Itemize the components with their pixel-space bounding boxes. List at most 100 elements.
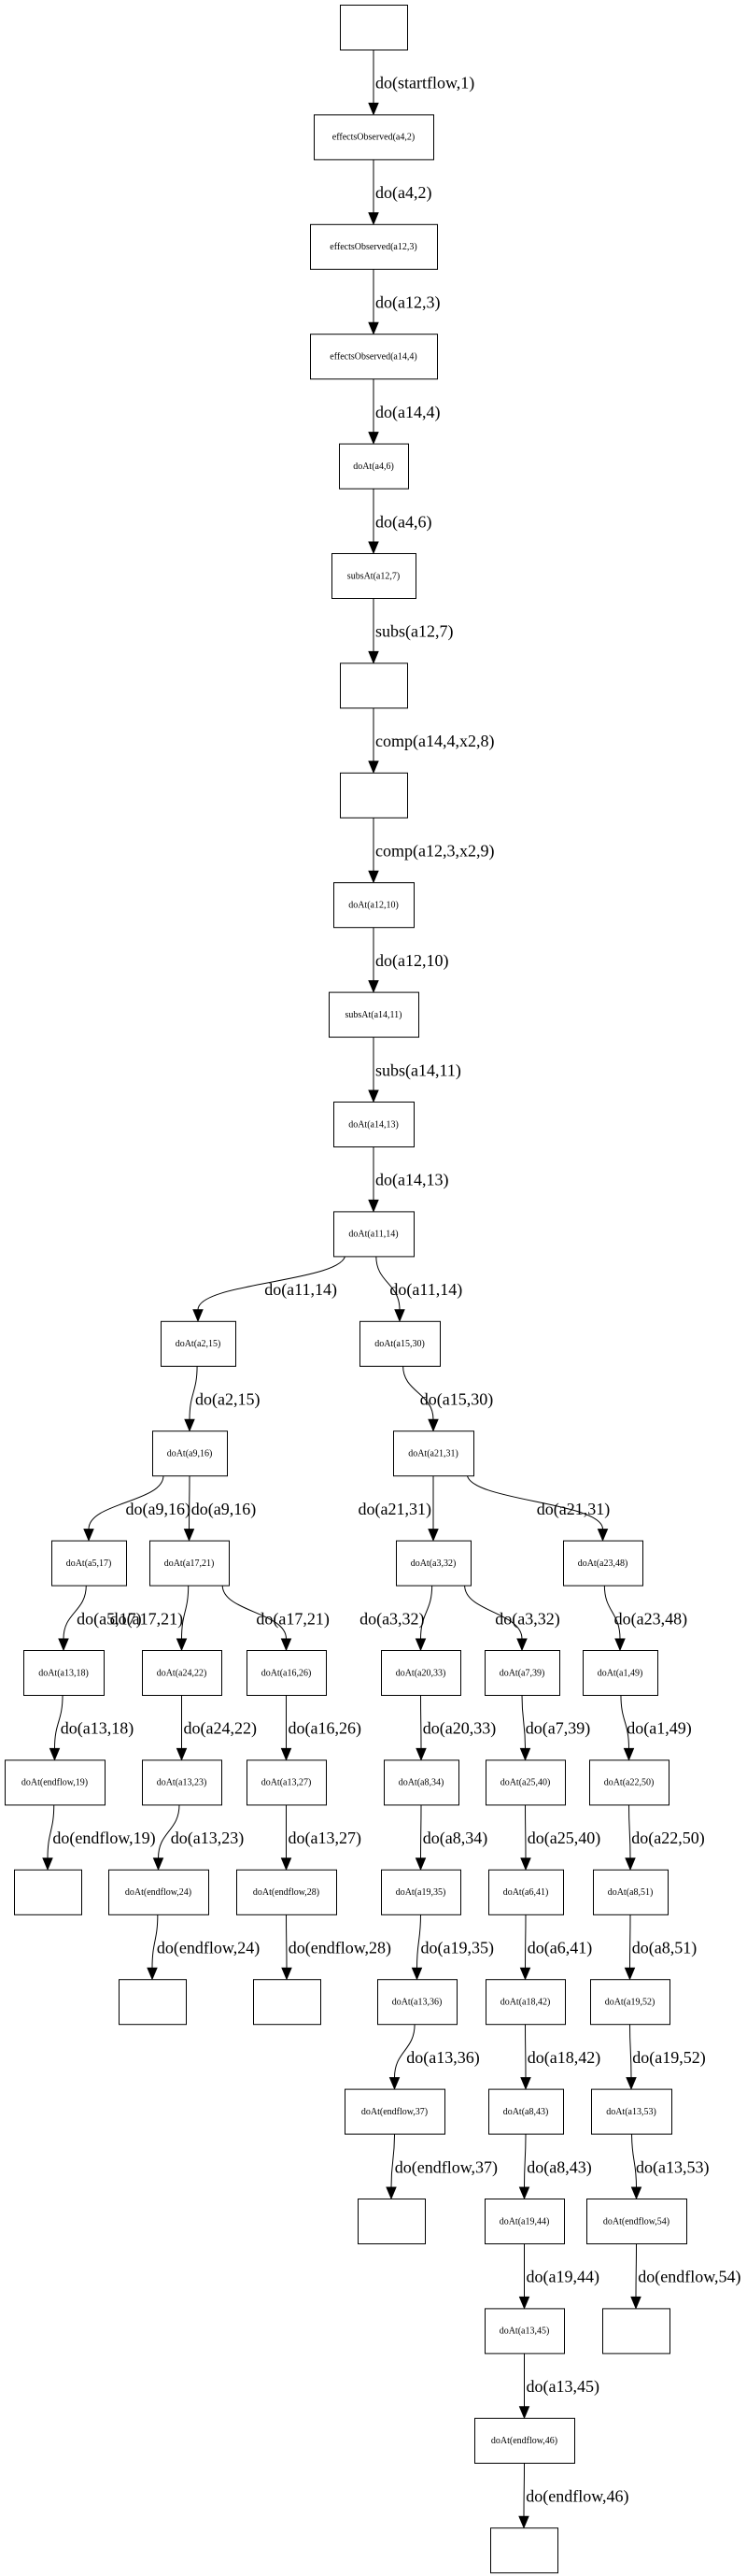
transition-edge: comp(a12,3,x2,9): [368, 817, 494, 884]
node-label: doAt(a6,41): [503, 1887, 549, 1898]
nodes-layer: effectsObserved(a4,2)effectsObserved(a12…: [5, 5, 687, 2574]
arrowhead-icon: [416, 1747, 427, 1761]
transition-edge: comp(a14,4,x2,8): [368, 707, 494, 775]
edge-label: comp(a12,3,x2,9): [375, 842, 494, 861]
node-label: doAt(a13,53): [606, 2107, 656, 2117]
edge-label: do(a1,49): [627, 1719, 691, 1739]
node-label: doAt(a19,35): [396, 1887, 446, 1898]
transition-edge: subs(a12,7): [368, 598, 454, 664]
edge-line: [525, 1914, 527, 1969]
transition-edge: do(a23,48): [603, 1585, 687, 1652]
node-label: doAt(a4,6): [353, 462, 394, 472]
state-node: effectsObserved(a12,3): [310, 223, 438, 270]
edge-label: comp(a14,4,x2,8): [375, 732, 494, 751]
node-label: doAt(a16,26): [261, 1668, 312, 1678]
state-node: doAt(a13,23): [142, 1759, 222, 1806]
edge-label: do(a16,26): [289, 1719, 361, 1739]
node-box: [253, 1979, 321, 2026]
arrowhead-icon: [58, 1638, 69, 1652]
edge-line: [286, 1914, 288, 1969]
edge-line: [151, 1914, 159, 1969]
transition-edge: do(a3,32): [359, 1585, 433, 1652]
arrowhead-icon: [368, 432, 379, 445]
arrowhead-icon: [626, 2077, 637, 2090]
state-node: doAt(a11,14): [333, 1211, 415, 1258]
node-box: [586, 2199, 687, 2244]
node-label: doAt(a12,10): [348, 900, 399, 910]
edge-line: [63, 1585, 87, 1640]
empty-state-node: [119, 1979, 187, 2026]
state-node: effectsObserved(a14,4): [310, 334, 438, 380]
node-label: doAt(endflow,24): [125, 1887, 191, 1898]
transition-edge: do(endflow,19): [42, 1804, 156, 1872]
node-label: subsAt(a12,7): [347, 571, 400, 581]
node-box: [381, 1650, 461, 1696]
node-label: doAt(a19,44): [500, 2216, 550, 2227]
node-label: doAt(a13,27): [261, 1778, 312, 1788]
state-node: doAt(a16,26): [247, 1650, 327, 1696]
node-box: [486, 1759, 566, 1806]
arrowhead-icon: [42, 1857, 53, 1872]
edge-label: do(a21,31): [359, 1500, 431, 1519]
transition-edge: do(startflow,1): [368, 50, 474, 116]
edge-label: subs(a14,11): [375, 1060, 461, 1080]
arrowhead-icon: [280, 1747, 292, 1761]
node-box: [314, 114, 434, 161]
transition-edge: do(a3,32): [464, 1585, 560, 1652]
edge-label: do(endflow,19): [52, 1829, 155, 1848]
edge-line: [189, 1365, 198, 1420]
state-node: doAt(a14,13): [333, 1102, 415, 1147]
empty-state-node: [253, 1979, 321, 2026]
transition-edge: do(a21,31): [359, 1475, 439, 1542]
state-node: doAt(endflow,28): [236, 1869, 337, 1915]
node-box: [590, 1979, 670, 2026]
edge-line: [197, 1254, 346, 1310]
empty-state-node: [340, 662, 408, 709]
transition-edge: do(a16,26): [280, 1695, 361, 1761]
node-box: [339, 443, 409, 490]
edge-line: [525, 2024, 527, 2078]
arrowhead-icon: [415, 1857, 427, 1872]
node-label: subsAt(a14,11): [345, 1010, 402, 1020]
edge-label: do(a20,33): [423, 1719, 496, 1739]
edge-label: do(startflow,1): [375, 74, 474, 93]
node-box: [340, 5, 408, 50]
transition-edge: do(a20,33): [416, 1694, 496, 1761]
node-label: doAt(endflow,54): [603, 2216, 669, 2227]
edge-label: do(a3,32): [359, 1609, 424, 1629]
state-node: doAt(a3,32): [396, 1540, 472, 1587]
edge-line: [525, 1804, 527, 1858]
transition-edge: do(endflow,54): [630, 2242, 741, 2310]
node-box: [340, 662, 408, 709]
transition-edge: do(a19,44): [518, 2242, 599, 2310]
node-label: doAt(a13,36): [392, 1997, 443, 2007]
edge-line: [628, 1804, 631, 1858]
arrowhead-icon: [368, 212, 379, 226]
edge-line: [629, 1914, 631, 1969]
empty-state-node: [14, 1869, 82, 1915]
node-box: [583, 1650, 658, 1696]
transition-edge: do(a17,21): [110, 1585, 190, 1652]
transition-edge: do(a11,14): [192, 1254, 346, 1323]
transition-edge: do(a14,13): [368, 1146, 448, 1213]
node-label: doAt(a18,42): [500, 1997, 551, 2007]
node-box: [333, 1102, 415, 1147]
empty-state-node: [340, 5, 408, 50]
edge-label: do(a13,53): [636, 2157, 709, 2177]
node-label: doAt(a11,14): [348, 1230, 398, 1240]
node-label: doAt(endflow,28): [253, 1887, 319, 1898]
edge-line: [635, 2242, 637, 2298]
edge-label: do(a13,18): [61, 1719, 134, 1739]
edge-line: [47, 1804, 55, 1858]
node-box: [247, 1650, 327, 1696]
node-label: doAt(a22,50): [604, 1778, 655, 1788]
edge-label: do(a4,6): [375, 512, 431, 532]
empty-state-node: [602, 2308, 670, 2355]
node-box: [142, 1759, 222, 1806]
node-box: [333, 882, 415, 929]
edge-line: [181, 1585, 190, 1640]
node-box: [358, 2199, 426, 2244]
transition-edge: do(a9,16): [183, 1475, 256, 1542]
empty-state-node: [340, 772, 408, 818]
state-node: doAt(a8,34): [384, 1759, 459, 1806]
